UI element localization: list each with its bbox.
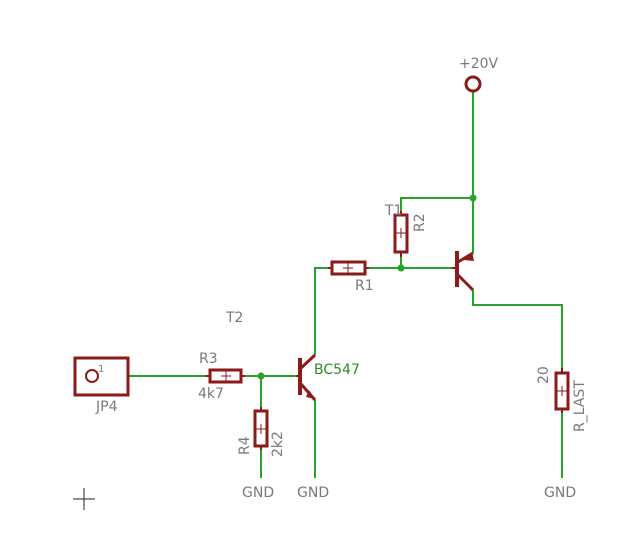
r-last-value-label: 20 [536,366,552,384]
wire-t1-emitter-rlast [472,290,563,368]
wire-r1-to-t2-collector [314,267,330,355]
gnd-label-rlast: GND [544,485,576,501]
transistor-t2[interactable] [296,353,317,401]
junction-dot [469,194,477,202]
gnd-label-r4: GND [242,485,274,501]
origin-crosshair-icon [73,488,95,510]
r2-label: R2 [412,213,428,232]
junction-dot [397,264,405,272]
wires [128,91,563,478]
resistor-r4[interactable] [253,407,269,450]
t1-label: T1 [384,203,402,219]
r1-label: R1 [355,278,374,294]
junction-dot [257,372,265,380]
resistor-r3[interactable] [206,368,245,384]
jp4-pin-label: 1 [98,364,104,375]
r3-label: R3 [199,351,218,367]
t2-value-label: BC547 [314,362,360,378]
jp4-label: JP4 [95,399,118,415]
resistor-r1[interactable] [328,260,369,276]
resistor-r2[interactable] [393,211,409,257]
r-last-label: R_LAST [572,380,588,432]
connector-jp4[interactable] [73,356,130,397]
r3-value-label: 4k7 [198,386,224,402]
t2-label: T2 [225,310,243,326]
wire-to-r2-top [400,197,473,212]
gnd-label-t2: GND [297,485,329,501]
r4-label: R4 [237,436,253,455]
supply-label: +20V [459,56,499,72]
supply-symbol [464,75,482,93]
resistor-r-last[interactable] [554,368,570,413]
transistor-t1[interactable] [452,251,475,292]
r4-value-label: 2k2 [270,431,286,457]
